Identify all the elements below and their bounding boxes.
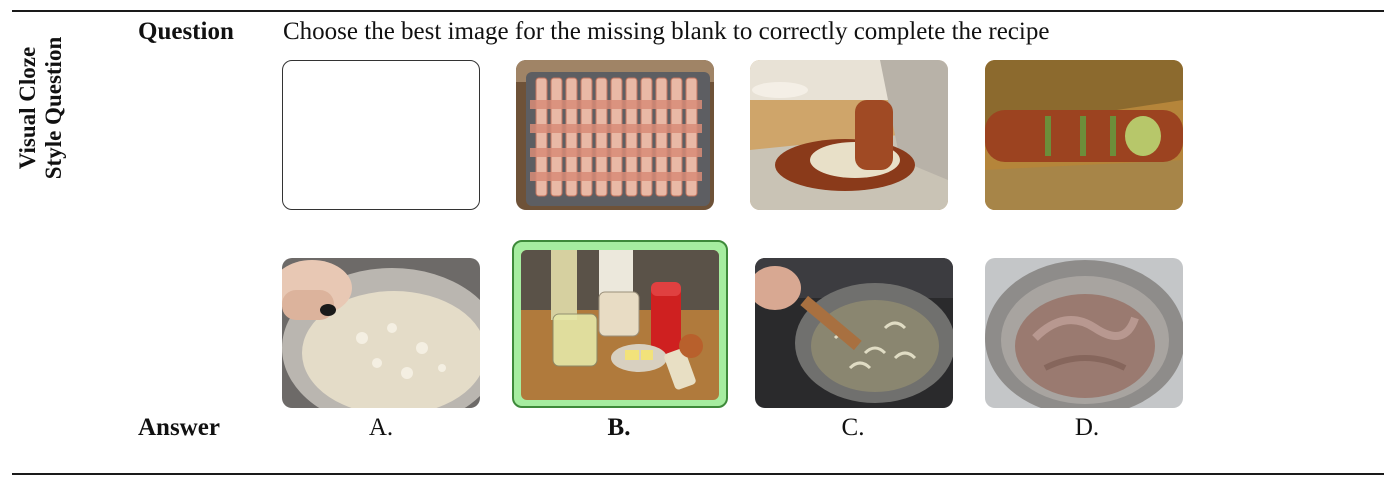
bacon-roll-sliced-image xyxy=(985,60,1183,210)
choice-a-image[interactable] xyxy=(282,258,480,408)
answer-label: Answer xyxy=(138,414,220,441)
choice-c-label[interactable]: C. xyxy=(841,414,865,441)
bacon-roll-foil-image xyxy=(750,60,948,210)
choice-b-label[interactable]: B. xyxy=(607,414,631,441)
choice-b-image[interactable] xyxy=(521,250,719,400)
choice-c-image[interactable] xyxy=(755,258,953,408)
choice-d-label[interactable]: D. xyxy=(1074,414,1100,441)
choice-a-label[interactable]: A. xyxy=(368,414,394,441)
missing-blank-image xyxy=(282,60,480,210)
question-text: Choose the best image for the missing bl… xyxy=(283,18,1050,45)
bacon-strips-image xyxy=(516,60,714,210)
bottom-rule xyxy=(12,473,1384,475)
choice-d-image[interactable] xyxy=(985,258,1183,408)
side-label: Visual Cloze Style Question xyxy=(14,20,68,196)
top-rule xyxy=(12,10,1384,12)
side-label-line1: Visual Cloze xyxy=(15,46,40,170)
question-label: Question xyxy=(138,18,234,45)
side-label-line2: Style Question xyxy=(41,36,66,180)
